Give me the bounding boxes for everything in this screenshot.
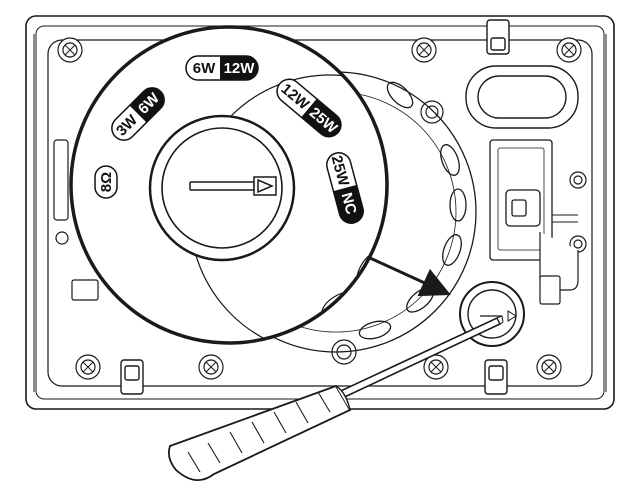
screw-right-upper — [569, 171, 587, 189]
screw-center-right — [420, 100, 444, 124]
screw-bottom-left — [75, 354, 101, 380]
triangle-icon — [507, 310, 517, 322]
screw-bottom-mid-left — [198, 354, 224, 380]
impedance-label: 8Ω — [94, 165, 118, 199]
tap-label-high: 12W — [224, 60, 256, 77]
arrow-icon — [369, 256, 451, 297]
selector-knob[interactable] — [148, 114, 296, 262]
terminal-block — [489, 139, 579, 291]
screw-bottom-right — [536, 354, 562, 380]
screwdriver-icon — [167, 315, 504, 481]
mounting-clip-top — [486, 19, 510, 55]
tap-label-low: 6W — [193, 60, 216, 77]
magnified-tap-selector: 3W 6W 6W 12W 12W 25W 25W NC 8Ω — [69, 25, 389, 345]
handle-slot — [465, 65, 579, 129]
selector-slot — [189, 181, 255, 191]
triangle-icon — [257, 178, 274, 194]
tap-label-high: NC — [338, 191, 360, 216]
screw-top-mid — [411, 37, 437, 63]
svg-text:8Ω: 8Ω — [98, 172, 115, 192]
mounting-clip-bottom-left — [120, 359, 144, 395]
screw-top-left — [57, 37, 83, 63]
mounting-clip-bottom-right — [484, 359, 508, 395]
terminal-clip-lower — [539, 275, 561, 305]
left-edge-details — [53, 139, 99, 301]
screw-bottom-mid-right — [423, 354, 449, 380]
tap-label-25w-nc: 25W NC — [326, 152, 364, 224]
magnifier-outline — [69, 25, 389, 345]
tap-label-6w-12w: 6W 12W — [185, 55, 259, 81]
screw-top-right — [556, 37, 582, 63]
